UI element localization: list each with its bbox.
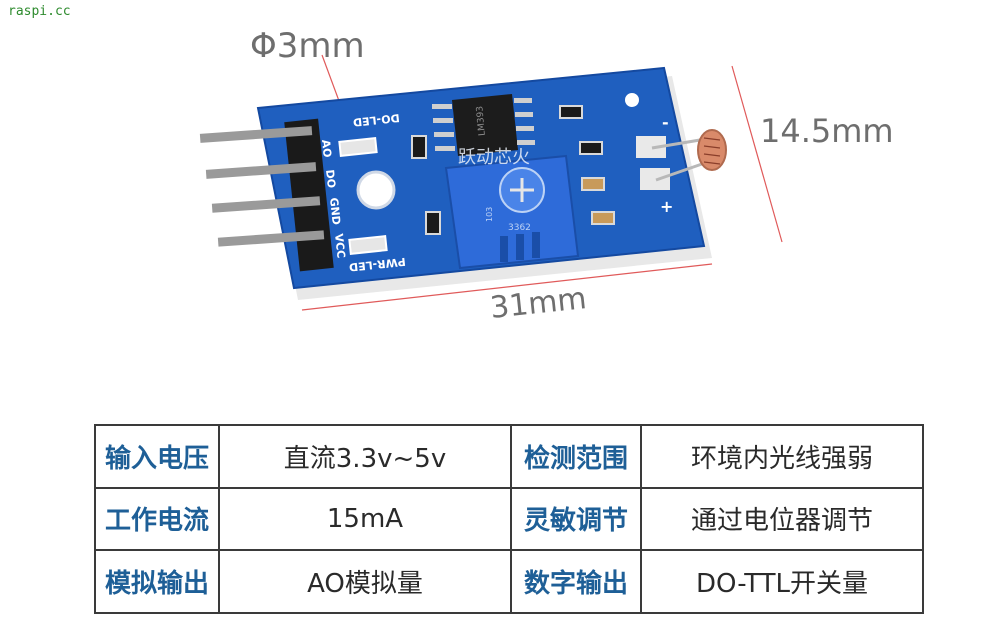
spec-key: 灵敏调节 — [510, 486, 642, 552]
sensor-pad-plus — [640, 168, 670, 190]
watermark: raspi.cc — [8, 4, 71, 19]
do-led — [338, 137, 378, 157]
sensor-plus-label: + — [660, 197, 673, 216]
chip-marking: LM393 — [475, 105, 488, 136]
photoresistor — [697, 129, 727, 171]
spec-value: DO-TTL开关量 — [640, 549, 924, 614]
pin-labels: AO DO GND VCC — [319, 139, 348, 259]
height-dimension-label: 14.5mm — [760, 112, 894, 150]
smd-components — [411, 105, 615, 235]
small-hole — [625, 93, 639, 107]
spec-row: 输入电压 直流3.3v~5v 检测范围 环境内光线强弱 — [94, 424, 924, 489]
spec-key: 工作电流 — [94, 486, 220, 552]
height-dimension-line — [731, 65, 783, 243]
spec-table: 输入电压 直流3.3v~5v 检测范围 环境内光线强弱 工作电流 15mA 灵敏… — [94, 424, 924, 614]
pin-label-gnd: GND — [327, 197, 343, 226]
pwr-led — [348, 235, 388, 255]
spec-key: 检测范围 — [510, 424, 642, 489]
header-pins — [199, 126, 325, 247]
mounting-hole — [356, 170, 396, 210]
width-dimension-line — [301, 263, 713, 311]
spec-value: AO模拟量 — [218, 549, 512, 614]
spec-value: 15mA — [218, 486, 512, 552]
spec-key: 模拟输出 — [94, 549, 220, 614]
comparator-chip — [452, 94, 518, 156]
sensor-pad-minus — [636, 136, 666, 158]
spec-row: 工作电流 15mA 灵敏调节 通过电位器调节 — [94, 486, 924, 552]
chip-legs — [432, 98, 535, 151]
spec-value: 环境内光线强弱 — [640, 424, 924, 489]
pin-label-vcc: VCC — [332, 233, 348, 259]
pot-ribs — [500, 232, 540, 262]
pwr-led-label: PWR-LED — [348, 255, 406, 274]
pin-label-ao: AO — [319, 139, 334, 158]
spec-key: 输入电压 — [94, 424, 220, 489]
spec-key: 数字输出 — [510, 549, 642, 614]
spec-value: 通过电位器调节 — [640, 486, 924, 552]
spec-value: 直流3.3v~5v — [218, 424, 512, 489]
pot-marking: 3362 — [508, 223, 531, 233]
hole-diameter-label: Φ3mm — [250, 26, 365, 66]
sensor-minus-label: - — [662, 113, 669, 132]
do-led-label: DO-LED — [352, 111, 400, 129]
overlay-text: 跃动芯火 — [458, 147, 530, 168]
potentiometer — [444, 154, 580, 270]
pin-label-do: DO — [323, 169, 338, 189]
pot-value: 103 — [485, 207, 494, 222]
spec-row: 模拟输出 AO模拟量 数字输出 DO-TTL开关量 — [94, 549, 924, 614]
sensor-module-illustration: DO-LED PWR-LED AO DO GND VCC LM393 3362 … — [199, 54, 783, 311]
